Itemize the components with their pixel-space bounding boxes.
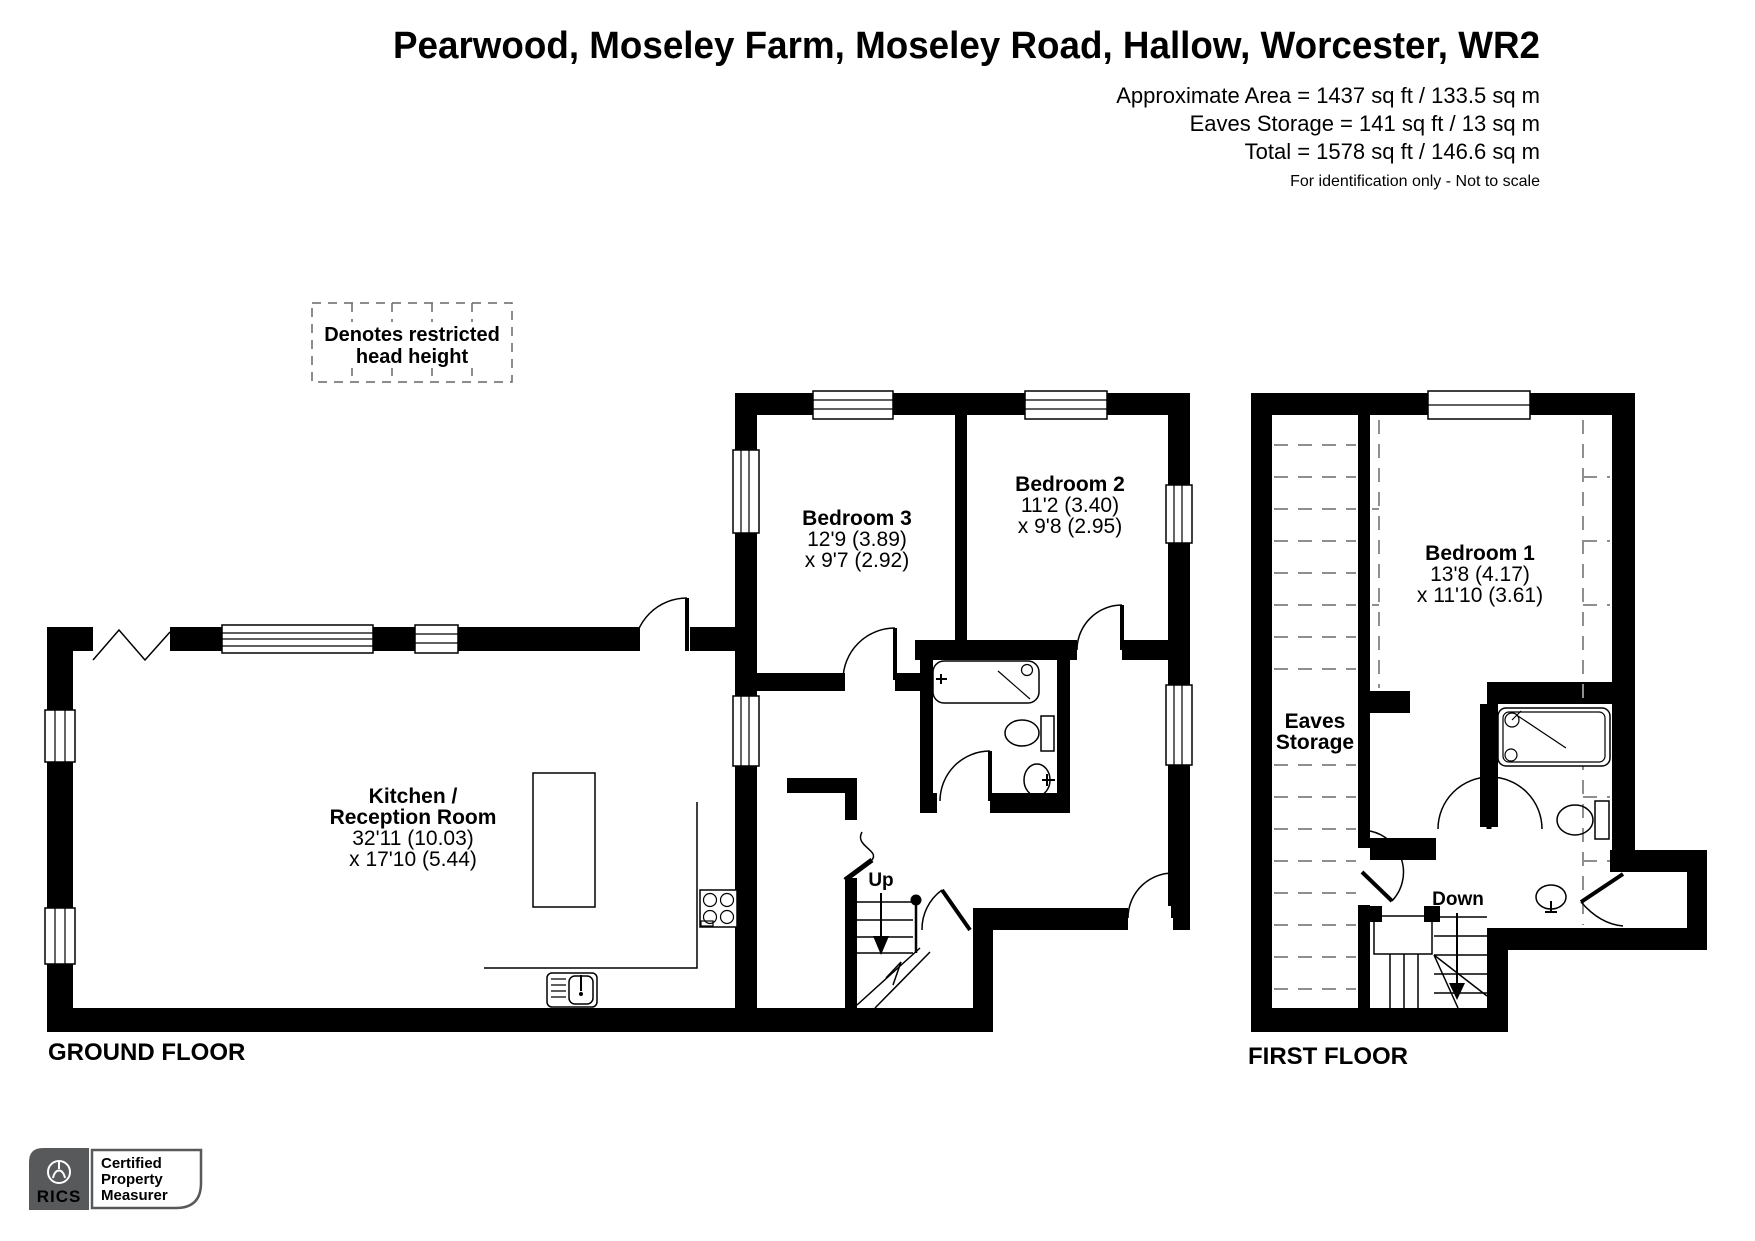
window — [732, 695, 760, 767]
ground-floor-doors — [633, 597, 1175, 932]
kitchen-label: Kitchen / Reception Room 32'11 (10.03) x… — [330, 785, 497, 871]
rics-brand-text: RICS — [37, 1187, 82, 1206]
legend-text-line1: Denotes restricted — [324, 324, 500, 346]
door-arc — [1360, 830, 1405, 903]
room-dims: 13'8 (4.17) — [1430, 563, 1530, 586]
door-arc — [842, 627, 897, 681]
rics-lion-icon — [47, 1160, 71, 1184]
rics-certified-badge: RICS Certified Property Measurer — [29, 1148, 203, 1210]
restricted-height-legend: Denotes restricted head height — [311, 302, 513, 383]
room-name: Eaves — [1285, 710, 1346, 733]
opening-break-icon — [843, 831, 875, 883]
stove-icon — [699, 889, 738, 928]
room-name: Bedroom 3 — [802, 507, 912, 530]
room-dims: 12'9 (3.89) — [807, 528, 907, 551]
room-dims: x 9'7 (2.92) — [805, 549, 909, 572]
toilet-icon — [1004, 715, 1055, 752]
ground-floor-openings — [93, 625, 1173, 932]
total-area-line: Total = 1578 sq ft / 146.6 sq m — [1245, 139, 1540, 164]
room-dims: x 9'8 (2.95) — [1018, 515, 1122, 538]
up-arrow-icon — [873, 893, 889, 955]
toilet-icon — [1556, 800, 1610, 840]
sink-icon — [1023, 763, 1055, 797]
window — [812, 390, 894, 420]
legend-text-backdrop — [318, 322, 506, 368]
ground-floor-windows — [44, 390, 1193, 965]
kitchen-counter — [484, 802, 698, 969]
window — [1165, 684, 1193, 766]
first-floor-label: FIRST FLOOR — [1248, 1043, 1408, 1070]
window — [414, 624, 459, 654]
badge-line1: Certified — [101, 1155, 162, 1172]
badge-line2: Property — [101, 1171, 163, 1188]
window — [1024, 390, 1108, 420]
shower-icon — [1497, 707, 1611, 767]
stairs-up: Up — [856, 870, 931, 1009]
room-dims: 32'11 (10.03) — [352, 827, 474, 850]
approximate-area-line: Approximate Area = 1437 sq ft / 133.5 sq… — [1116, 83, 1540, 108]
room-name: Bedroom 2 — [1015, 473, 1125, 496]
door-arc — [939, 750, 992, 802]
window — [1165, 484, 1193, 544]
header: Pearwood, Moseley Farm, Moseley Road, Ha… — [393, 25, 1540, 190]
up-label: Up — [868, 870, 893, 891]
disclaimer-line: For identification only - Not to scale — [1290, 173, 1540, 190]
door-arc — [633, 597, 689, 652]
door-arc — [1437, 776, 1543, 830]
ground-floor-label: GROUND FLOOR — [48, 1039, 245, 1066]
room-name: Kitchen / — [369, 785, 458, 808]
door-arc — [1076, 604, 1124, 651]
window — [44, 907, 76, 965]
down-label: Down — [1432, 889, 1484, 910]
door-arc — [1579, 872, 1625, 927]
wall-break-zigzag-icon — [92, 628, 171, 662]
badge-text-box — [90, 1148, 203, 1210]
first-floor-doors — [1360, 776, 1625, 927]
kitchen-island — [532, 772, 596, 908]
bedroom1-label: Bedroom 1 13'8 (4.17) x 11'10 (3.61) — [1417, 542, 1543, 607]
window — [44, 709, 76, 763]
rics-logo-box — [29, 1148, 89, 1210]
room-name: Reception Room — [330, 806, 497, 829]
stairs-down: Down — [1373, 889, 1488, 1009]
legend-text-line2: head height — [356, 346, 469, 368]
kitchen-fixtures — [484, 772, 738, 1008]
window — [732, 449, 760, 534]
room-dims: x 11'10 (3.61) — [1417, 584, 1543, 607]
bath-icon — [932, 660, 1040, 704]
ground-bathroom-fixtures — [932, 660, 1055, 797]
room-dims: 11'2 (3.40) — [1021, 494, 1119, 517]
first-floor-bathroom-fixtures — [1497, 707, 1611, 913]
badge-line3: Measurer — [101, 1187, 168, 1204]
page-title: Pearwood, Moseley Farm, Moseley Road, Ha… — [393, 25, 1540, 67]
eaves-storage-label: Eaves Storage — [1272, 694, 1358, 756]
bedroom2-label: Bedroom 2 11'2 (3.40) x 9'8 (2.95) — [1015, 473, 1125, 538]
window — [221, 624, 374, 654]
room-dims: x 17'10 (5.44) — [349, 848, 477, 871]
eaves-storage-line: Eaves Storage = 141 sq ft / 13 sq m — [1190, 111, 1540, 136]
room-name: Storage — [1276, 731, 1354, 754]
bedroom3-label: Bedroom 3 12'9 (3.89) x 9'7 (2.92) — [802, 507, 912, 572]
room-name: Bedroom 1 — [1425, 542, 1535, 565]
door-arc — [1127, 872, 1175, 919]
door-arc — [921, 888, 972, 932]
sink-icon — [1535, 884, 1567, 913]
window — [1427, 390, 1531, 420]
down-arrow-icon — [1449, 913, 1465, 1000]
kitchen-sink-icon — [546, 972, 598, 1008]
